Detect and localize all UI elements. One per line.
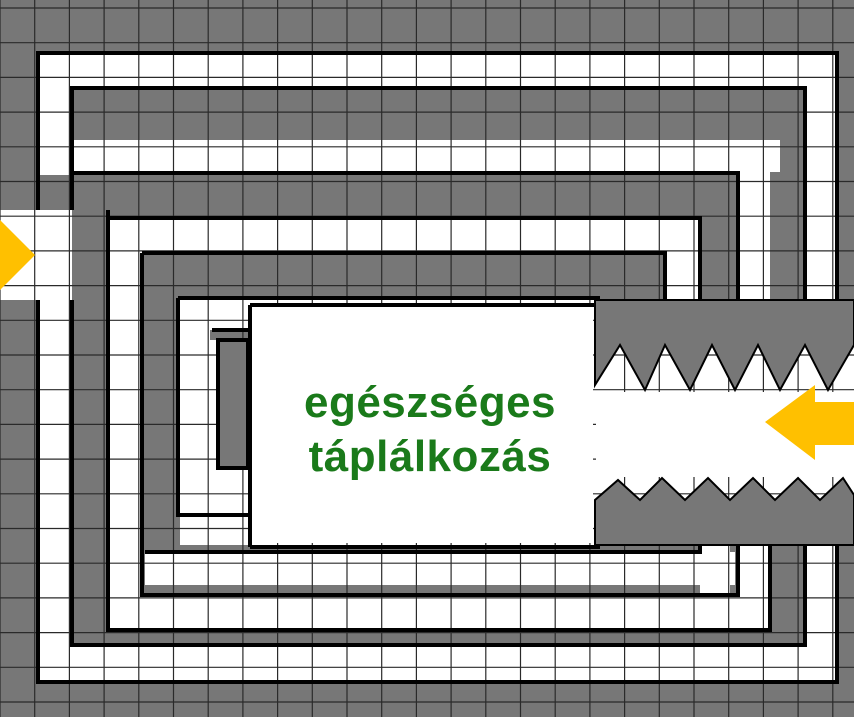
path-ring3-top (110, 220, 700, 253)
maze-title-line1: egészséges (260, 378, 600, 428)
inner-bar-wall (218, 340, 248, 468)
path-outer-bottom (40, 645, 835, 680)
path-ring2-top (40, 140, 780, 172)
path-outer-left-lower (40, 300, 72, 680)
path-ring3-bottom (145, 552, 735, 585)
maze-title-line2: táplálkozás (260, 432, 600, 482)
path-outer-top (40, 55, 835, 87)
path-ring2-bottom (110, 595, 770, 628)
path-inner-left (180, 300, 210, 515)
